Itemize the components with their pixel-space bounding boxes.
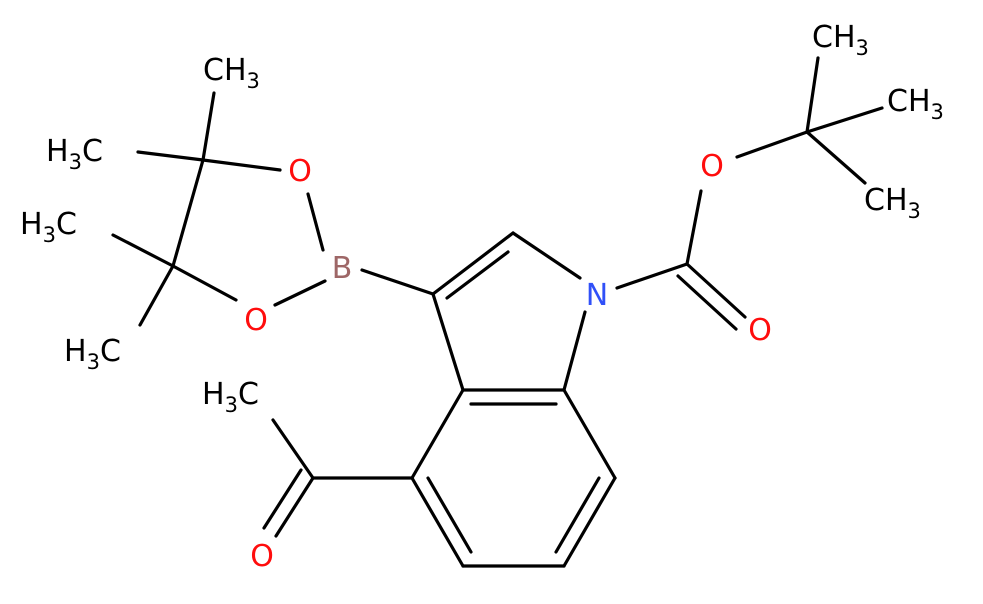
- methyl-pin-top-label: CH3: [203, 53, 260, 93]
- bond-c-c-pinacol: [171, 158, 205, 268]
- bond-n-c7a: [562, 310, 587, 392]
- methyl-pin-left-middle-label: H3C: [20, 207, 77, 247]
- methyl-pin-left-lower-label: H3C: [64, 334, 121, 374]
- bond-tbu-oxygen: [735, 130, 809, 159]
- bond-c7-c6: [562, 476, 617, 568]
- bond-tbu-bottom: [805, 130, 867, 185]
- methyl-acetyl-label: H3C: [202, 377, 259, 417]
- methyl-tbu-top-label: CH3: [812, 20, 869, 60]
- bond-n-c2: [511, 231, 582, 280]
- bond-carbonyl-c-n: [615, 262, 689, 290]
- bond-c5-c4: [410, 476, 465, 568]
- bond-o-bottom-c: [171, 264, 238, 302]
- boron-atom: B: [332, 251, 353, 286]
- bond-acyl-methyl: [271, 418, 315, 480]
- bond-c5-c4-inner: [426, 476, 473, 554]
- bond-tbu-top: [805, 56, 820, 134]
- bond-layer: [111, 56, 884, 568]
- bond-pin-methyl-left-middle: [111, 233, 175, 268]
- bond-c3-c3a: [431, 292, 465, 392]
- methyl-pin-left-upper-label: H3C: [46, 134, 103, 174]
- bond-pin-methyl-left-lower: [138, 264, 175, 327]
- methyl-tbu-right-label: CH3: [887, 84, 944, 124]
- bond-pin-methyl-left-upper: [136, 150, 205, 162]
- acetyl-carbonyl-oxygen-atom: O: [250, 539, 274, 574]
- ester-oxygen-atom: O: [700, 149, 724, 184]
- atom-label-layer: B O O N O O O CH3 CH3 CH3 CH3 H3C H3C H3…: [20, 20, 944, 574]
- bond-carbonyl-c-o-2: [676, 274, 738, 331]
- bond-tbu-right: [805, 106, 884, 134]
- bond-boron-o-bottom: [273, 279, 327, 307]
- ring-oxygen-top-atom: O: [288, 154, 312, 189]
- bond-c4-c3a: [410, 388, 465, 480]
- bond-c7a-c7: [562, 388, 617, 480]
- nitrogen-atom: N: [586, 278, 608, 313]
- boc-carbonyl-oxygen-atom: O: [748, 313, 772, 348]
- bond-c2-c3: [431, 231, 515, 296]
- bond-acyl-o-2: [262, 468, 303, 530]
- ring-oxygen-bottom-atom: O: [244, 303, 268, 338]
- bond-c2-c3-inner: [445, 250, 510, 300]
- methyl-tbu-bottom-label: CH3: [864, 183, 921, 223]
- bond-pin-methyl-top: [201, 91, 216, 162]
- bond-oxygen-carbonyl-c: [685, 189, 703, 266]
- bond-c7-c6-inner: [554, 476, 601, 554]
- bond-acyl-o-1: [274, 476, 315, 538]
- bond-c3-boron: [360, 268, 435, 296]
- bond-o-top-c: [201, 158, 282, 172]
- bond-carbonyl-c-o-1: [685, 262, 747, 319]
- bond-boron-o-top: [306, 192, 325, 252]
